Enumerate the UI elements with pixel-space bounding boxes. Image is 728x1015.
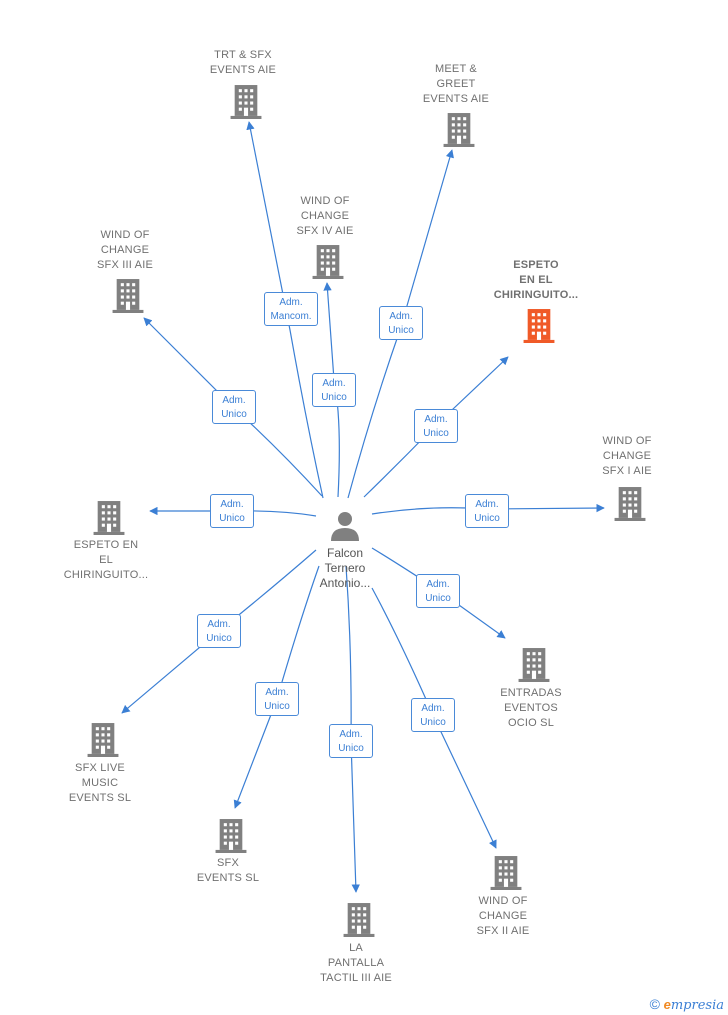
building-icon-wind-iv[interactable] <box>312 245 344 279</box>
relation-badge-entradas: Adm. Unico <box>416 574 460 608</box>
node-label-entradas[interactable]: ENTRADAS EVENTOS OCIO SL <box>500 687 562 729</box>
relation-badge-trt-sfx: Adm. Mancom. <box>264 292 318 326</box>
person-icon[interactable] <box>331 512 359 541</box>
relation-badge-wind-iii: Adm. Unico <box>212 390 256 424</box>
relation-badge-sfx-events: Adm. Unico <box>255 682 299 716</box>
node-label-wind-i[interactable]: WIND OF CHANGE SFX I AIE <box>602 435 652 477</box>
building-icon-wind-i[interactable] <box>614 487 646 521</box>
node-label-espeto-1[interactable]: ESPETO EN EL CHIRINGUITO... <box>493 259 579 301</box>
copyright-icon: © <box>649 996 660 1012</box>
relation-badge-espeto-2: Adm. Unico <box>210 494 254 528</box>
node-label-wind-iv[interactable]: WIND OF CHANGE SFX IV AIE <box>296 195 354 237</box>
building-icon-entradas[interactable] <box>518 648 550 682</box>
node-label-sfx-live[interactable]: SFX LIVE MUSIC EVENTS SL <box>68 762 132 804</box>
relation-badge-sfx-live: Adm. Unico <box>197 614 241 648</box>
building-icon-wind-iii[interactable] <box>112 279 144 313</box>
relation-badge-wind-ii: Adm. Unico <box>411 698 455 732</box>
relation-badge-espeto-1: Adm. Unico <box>414 409 458 443</box>
relation-badge-wind-i: Adm. Unico <box>465 494 509 528</box>
edge-trt-sfx <box>246 121 324 499</box>
building-icon-trt-sfx[interactable] <box>230 85 262 119</box>
empresia-logo[interactable]: © empresia <box>649 996 724 1013</box>
building-icon-espeto-2[interactable] <box>93 501 125 535</box>
relation-badge-la-pantalla: Adm. Unico <box>329 724 373 758</box>
node-label-trt-sfx[interactable]: TRT & SFX EVENTS AIE <box>209 49 277 76</box>
building-icon-meet-greet[interactable] <box>443 113 475 147</box>
building-icon-espeto-1[interactable] <box>523 309 555 343</box>
node-label-la-pantalla[interactable]: LA PANTALLA TACTIL III AIE <box>320 942 392 984</box>
node-label-espeto-2[interactable]: ESPETO EN EL CHIRINGUITO... <box>63 539 149 581</box>
building-icon-wind-ii[interactable] <box>490 856 522 890</box>
node-label-sfx-events[interactable]: SFX EVENTS SL <box>196 857 260 884</box>
node-label-wind-ii[interactable]: WIND OF CHANGE SFX II AIE <box>476 895 530 937</box>
building-icon-sfx-live[interactable] <box>87 723 119 757</box>
node-label-wind-iii[interactable]: WIND OF CHANGE SFX III AIE <box>97 229 153 271</box>
building-icon-sfx-events[interactable] <box>215 819 247 853</box>
node-label-meet-greet[interactable]: MEET & GREET EVENTS AIE <box>422 63 490 105</box>
building-icon-la-pantalla[interactable] <box>343 903 375 937</box>
relation-badge-wind-iv: Adm. Unico <box>312 373 356 407</box>
relation-badge-meet-greet: Adm. Unico <box>379 306 423 340</box>
center-person-label: Falcon Ternero Antonio... <box>319 546 371 590</box>
